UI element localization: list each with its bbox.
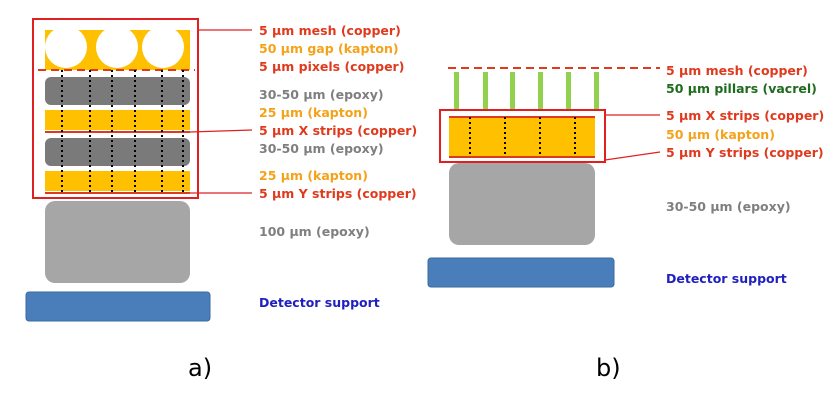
detector-support-a xyxy=(25,291,211,322)
label-a-mesh: 5 µm mesh (copper) xyxy=(259,23,401,38)
panel-b-caption: b) xyxy=(596,354,621,382)
label-b-xstrips: 5 µm X strips (copper) xyxy=(666,108,824,123)
label-b-epoxy: 30-50 µm (epoxy) xyxy=(666,199,791,214)
label-b-pillars: 50 µm pillars (vacrel) xyxy=(666,81,817,96)
readout-frame-a xyxy=(32,18,199,199)
label-a-epoxy1: 30-50 µm (epoxy) xyxy=(259,87,384,102)
mesh-hole-1 xyxy=(45,26,87,68)
panel-a-caption: a) xyxy=(188,354,212,382)
pillars xyxy=(454,72,599,111)
label-b-ystrips: 5 µm Y strips (copper) xyxy=(666,145,824,160)
detector-support-b xyxy=(427,257,615,288)
label-b-support: Detector support xyxy=(666,271,787,286)
label-a-pixels: 5 µm pixels (copper) xyxy=(259,59,404,74)
label-b-mesh: 5 µm mesh (copper) xyxy=(666,63,808,78)
label-a-ystrips: 5 µm Y strips (copper) xyxy=(259,186,417,201)
label-a-support: Detector support xyxy=(259,295,380,310)
mesh-hole-2 xyxy=(96,26,138,68)
vias-b xyxy=(469,117,576,157)
kapton-layer-b xyxy=(449,117,595,157)
vias-a xyxy=(61,70,184,193)
kapton-layer-2 xyxy=(45,171,190,191)
label-a-xstrips: 5 µm X strips (copper) xyxy=(259,123,417,138)
epoxy-layer-3 xyxy=(45,201,190,283)
label-a-gap: 50 µm gap (kapton) xyxy=(259,41,399,56)
readout-frame-b xyxy=(439,109,606,163)
label-a-epoxy3: 100 µm (epoxy) xyxy=(259,224,370,239)
panel-b: 5 µm mesh (copper) 50 µm pillars (vacrel… xyxy=(427,63,824,382)
kapton-layer-1 xyxy=(45,110,190,130)
label-a-kapton2: 25 µm (kapton) xyxy=(259,168,368,183)
epoxy-layer-1 xyxy=(45,77,190,105)
label-b-kapton: 50 µm (kapton) xyxy=(666,127,775,142)
epoxy-layer-b xyxy=(449,163,595,245)
mesh-hole-3 xyxy=(142,26,184,68)
leader-lines-a xyxy=(189,29,253,194)
label-a-epoxy2: 30-50 µm (epoxy) xyxy=(259,141,384,156)
epoxy-layer-2 xyxy=(45,138,190,166)
label-a-kapton1: 25 µm (kapton) xyxy=(259,105,368,120)
leader-lines-b xyxy=(604,114,661,161)
panel-a: 5 µm mesh (copper) 50 µm gap (kapton) 5 … xyxy=(25,18,417,382)
